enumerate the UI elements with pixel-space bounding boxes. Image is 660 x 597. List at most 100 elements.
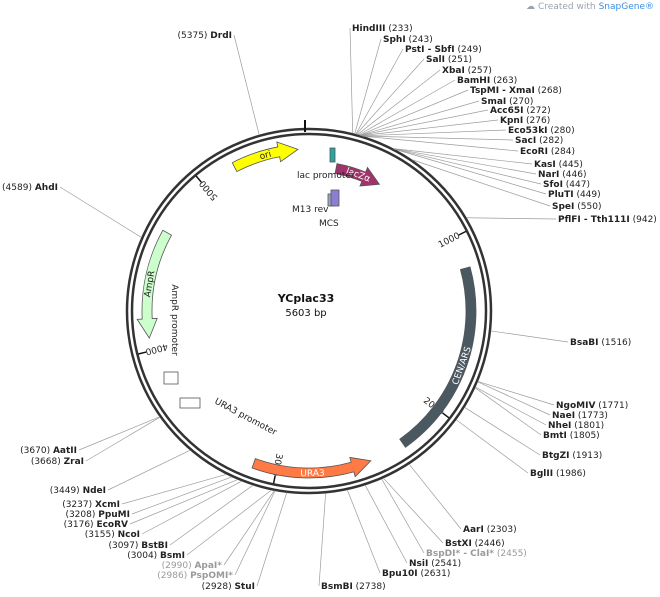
site-label-sali[interactable]: SalI (251) xyxy=(426,55,472,65)
site-label-apai[interactable]: (2990) ApaI* xyxy=(162,561,223,571)
site-leader-eco53ki xyxy=(362,129,507,137)
site-leader-kasi xyxy=(393,148,533,165)
site-label-pflfi-tth111i[interactable]: PflFI - Tth111I (942) xyxy=(558,215,657,225)
site-name: NheI xyxy=(548,421,571,431)
site-label-bspdi-clai[interactable]: BspDI* - ClaI* (2455) xyxy=(426,549,527,559)
site-name: PflFI - Tth111I xyxy=(558,215,630,225)
site-name: StuI xyxy=(234,582,255,592)
tick-1000 xyxy=(458,230,467,236)
site-label-acc65i[interactable]: Acc65I (272) xyxy=(490,106,551,116)
site-label-bstxi[interactable]: BstXI (2446) xyxy=(445,539,505,549)
site-label-sfoi[interactable]: SfoI (447) xyxy=(543,180,590,190)
site-label-drdi[interactable]: (5375) DrdI xyxy=(178,31,233,41)
site-leader-psti-sbfi xyxy=(355,48,404,135)
site-name: Eco53kI xyxy=(508,126,548,136)
site-label-ecorv[interactable]: (3176) EcoRV xyxy=(64,520,128,530)
site-label-saci[interactable]: SacI (282) xyxy=(515,136,563,146)
site-name: BsmBI xyxy=(321,582,353,592)
site-name: ZraI xyxy=(64,457,84,467)
site-label-psti-sbfi[interactable]: PstI - SbfI (249) xyxy=(405,45,482,55)
site-position: (5375) xyxy=(178,31,211,41)
site-position: (2303) xyxy=(484,525,517,535)
site-label-zrai[interactable]: (3668) ZraI xyxy=(31,457,84,467)
tick-3000 xyxy=(272,475,276,484)
site-position: (282) xyxy=(536,136,563,146)
feature-ura3[interactable] xyxy=(251,456,372,479)
site-label-ngomiv[interactable]: NgoMIV (1771) xyxy=(556,401,628,411)
feature-ori[interactable] xyxy=(231,141,299,173)
site-label-xcmi[interactable]: (3237) XcmI xyxy=(62,500,120,510)
site-leader-stui xyxy=(256,492,288,587)
site-name: ApaI* xyxy=(194,561,222,571)
site-leader-zrai xyxy=(85,416,161,462)
site-position: (3155) xyxy=(85,530,118,540)
site-leader-aatii xyxy=(78,416,160,451)
site-label-pluti[interactable]: PluTI (449) xyxy=(548,190,601,200)
site-leader-nsii xyxy=(364,484,408,564)
site-label-kpni[interactable]: KpnI (276) xyxy=(500,116,550,126)
site-name: KasI xyxy=(534,160,556,170)
feature-lacza[interactable] xyxy=(334,163,381,187)
site-name: EcoRI xyxy=(520,147,548,157)
site-leader-nhei xyxy=(475,386,547,426)
site-label-bpu10i[interactable]: Bpu10I (2631) xyxy=(382,569,450,579)
site-position: (249) xyxy=(455,45,482,55)
site-label-nari[interactable]: NarI (446) xyxy=(538,170,586,180)
site-position: (3668) xyxy=(31,457,64,467)
small-feature-label-ampp: AmpR promoter xyxy=(169,284,179,356)
site-label-bstbi[interactable]: (3097) BstBI xyxy=(108,541,168,551)
small-feature-ura3p[interactable] xyxy=(179,397,201,409)
site-label-sphi[interactable]: SphI (243) xyxy=(383,35,433,45)
site-leader-ngomiv xyxy=(477,381,555,406)
site-name: PpuMI xyxy=(98,510,130,520)
site-label-aatii[interactable]: (3670) AatII xyxy=(20,446,77,456)
site-label-smai[interactable]: SmaI (270) xyxy=(481,97,533,107)
site-position: (1801) xyxy=(571,421,604,431)
site-leader-kpni xyxy=(361,119,499,136)
site-name: HindIII xyxy=(352,24,386,34)
site-leader-btgzi xyxy=(464,407,541,456)
site-label-ndei[interactable]: (3449) NdeI xyxy=(50,486,106,496)
site-label-naei[interactable]: NaeI (1773) xyxy=(552,411,608,421)
site-label-kasi[interactable]: KasI (445) xyxy=(534,160,583,170)
small-feature-ampp[interactable] xyxy=(163,371,179,385)
site-label-tspmi-xmai[interactable]: TspMI - XmaI (268) xyxy=(470,86,562,96)
site-label-bsmi[interactable]: (3004) BsmI xyxy=(127,551,185,561)
small-feature-lacp[interactable] xyxy=(329,147,336,163)
site-label-hindiii[interactable]: HindIII (233) xyxy=(352,24,413,34)
small-feature-mcs[interactable] xyxy=(330,189,340,207)
site-position: (3097) xyxy=(108,541,141,551)
site-name: NaeI xyxy=(552,411,575,421)
site-label-bsabi[interactable]: BsaBI (1516) xyxy=(570,338,631,348)
site-position: (3237) xyxy=(62,500,95,510)
site-position: (449) xyxy=(574,190,601,200)
site-label-ecori[interactable]: EcoRI (284) xyxy=(520,147,575,157)
site-name: BsmI xyxy=(160,551,185,561)
site-name: BmtI xyxy=(543,431,567,441)
site-label-pspomi[interactable]: (2986) PspOMI* xyxy=(157,571,233,581)
site-label-bamhi[interactable]: BamHI (263) xyxy=(457,76,517,86)
feature-ampr[interactable] xyxy=(136,229,173,340)
site-label-nsii[interactable]: NsiI (2541) xyxy=(409,559,461,569)
site-label-xbai[interactable]: XbaI (257) xyxy=(442,66,492,76)
site-leader-bamhi xyxy=(358,79,456,136)
site-label-aari[interactable]: AarI (2303) xyxy=(463,525,517,535)
site-label-ahdi[interactable]: (4589) AhdI xyxy=(2,183,58,193)
site-label-bsmbi[interactable]: BsmBI (2738) xyxy=(321,582,386,592)
feature-label-ura3: URA3 xyxy=(300,469,325,480)
small-feature-label-mcs: MCS xyxy=(319,219,339,229)
site-name: BglII xyxy=(530,469,553,479)
site-label-eco53ki[interactable]: Eco53kI (280) xyxy=(508,126,575,136)
site-label-btgzi[interactable]: BtgZI (1913) xyxy=(542,451,602,461)
site-label-stui[interactable]: (2928) StuI xyxy=(202,582,255,592)
site-label-ppumi[interactable]: (3208) PpuMI xyxy=(65,510,130,520)
site-leader-ahdi xyxy=(59,186,142,238)
feature-cenars[interactable] xyxy=(399,266,477,448)
site-label-nhei[interactable]: NheI (1801) xyxy=(548,421,604,431)
site-label-spei[interactable]: SpeI (550) xyxy=(552,202,601,212)
site-position: (447) xyxy=(563,180,590,190)
site-position: (1773) xyxy=(575,411,608,421)
site-label-bglii[interactable]: BglII (1986) xyxy=(530,469,586,479)
site-label-bmti[interactable]: BmtI (1805) xyxy=(543,431,600,441)
site-label-ncoi[interactable]: (3155) NcoI xyxy=(85,530,140,540)
